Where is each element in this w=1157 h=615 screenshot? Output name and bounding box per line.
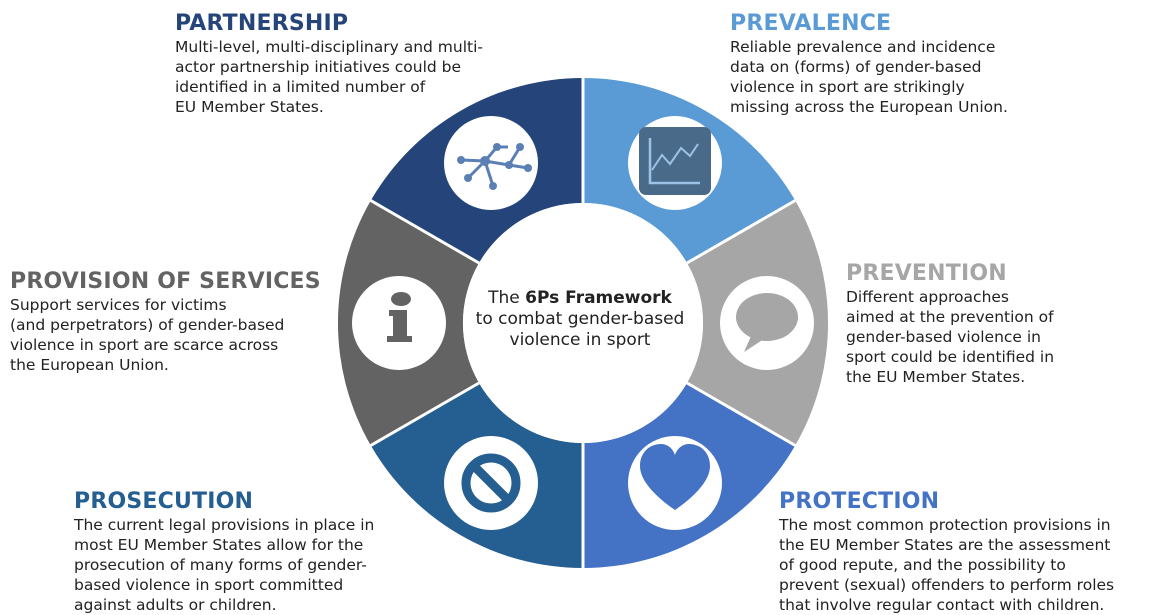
services-line: violence in sport are scarce across	[10, 336, 279, 354]
prevention-block: PREVENTION Different approaches aimed at…	[846, 261, 1054, 387]
prevention-line: gender-based violence in	[846, 328, 1042, 346]
prevalence-line: Reliable prevalence and incidence	[730, 38, 996, 56]
center-line2: to combat gender-based	[475, 309, 685, 329]
protection-line: prevent (sexual) offenders to perform ro…	[779, 576, 1115, 594]
prosecution-block: PROSECUTION The current legal provisions…	[74, 489, 374, 615]
protection-line: The most common protection provisions in	[779, 516, 1111, 534]
prevention-line: aimed at the prevention of	[846, 308, 1054, 326]
protection-block: PROTECTION The most common protection pr…	[779, 489, 1114, 615]
prevalence-line: missing across the European Union.	[730, 98, 1008, 116]
speech-bubble-icon	[736, 293, 798, 352]
prevention-title: PREVENTION	[846, 261, 1007, 286]
heart-icon	[640, 444, 710, 510]
prevalence-line: violence in sport are strikingly	[730, 78, 965, 96]
partnership-line: actor partnership initiatives could be	[175, 58, 462, 76]
network-icon	[457, 143, 532, 190]
prosecution-line: most EU Member States allow for the	[74, 536, 364, 554]
services-line: the European Union.	[10, 356, 169, 374]
protection-title: PROTECTION	[779, 489, 940, 514]
prevention-line: Different approaches	[846, 288, 1009, 306]
center-line3: violence in sport	[509, 330, 651, 350]
prosecution-line: against adults or children.	[74, 596, 277, 614]
prosecution-title: PROSECUTION	[74, 489, 254, 514]
services-line: (and perpetrators) of gender-based	[10, 316, 285, 334]
services-line: Support services for victims	[10, 296, 227, 314]
prevalence-line: data on (forms) of gender-based	[730, 58, 982, 76]
partnership-line: EU Member States.	[175, 98, 324, 116]
partnership-line: identified in a limited number of	[175, 78, 426, 96]
segment-separators	[368, 76, 798, 570]
prevalence-block: PREVALENCE Reliable prevalence and incid…	[730, 11, 1008, 117]
protection-line: of good repute, and the possibility to	[779, 556, 1066, 574]
prohibition-icon	[461, 453, 521, 513]
services-block: PROVISION OF SERVICES Support services f…	[10, 269, 321, 375]
info-icon	[387, 292, 412, 342]
center-label: The 6Ps Framework to combat gender-based…	[458, 288, 702, 351]
partnership-line: Multi-level, multi-disciplinary and mult…	[175, 38, 483, 56]
prevention-line: sport could be identified in	[846, 348, 1055, 366]
services-title: PROVISION OF SERVICES	[10, 269, 321, 294]
prosecution-line: The current legal provisions in place in	[74, 516, 375, 534]
line-chart-icon	[639, 127, 711, 195]
protection-line: the EU Member States are the assessment	[779, 536, 1111, 554]
prevention-line: the EU Member States.	[846, 368, 1026, 386]
prosecution-line: prosecution of many forms of gender-	[74, 556, 367, 574]
protection-line: that involve regular contact with childr…	[779, 596, 1105, 614]
center-line1-prefix: The	[488, 288, 526, 308]
partnership-block: PARTNERSHIP Multi-level, multi-disciplin…	[175, 11, 483, 117]
prevalence-title: PREVALENCE	[730, 11, 892, 36]
prosecution-line: based violence in sport committed	[74, 576, 344, 594]
center-circle	[463, 203, 703, 443]
partnership-title: PARTNERSHIP	[175, 11, 349, 36]
center-framework-name: 6Ps Framework	[525, 288, 672, 308]
